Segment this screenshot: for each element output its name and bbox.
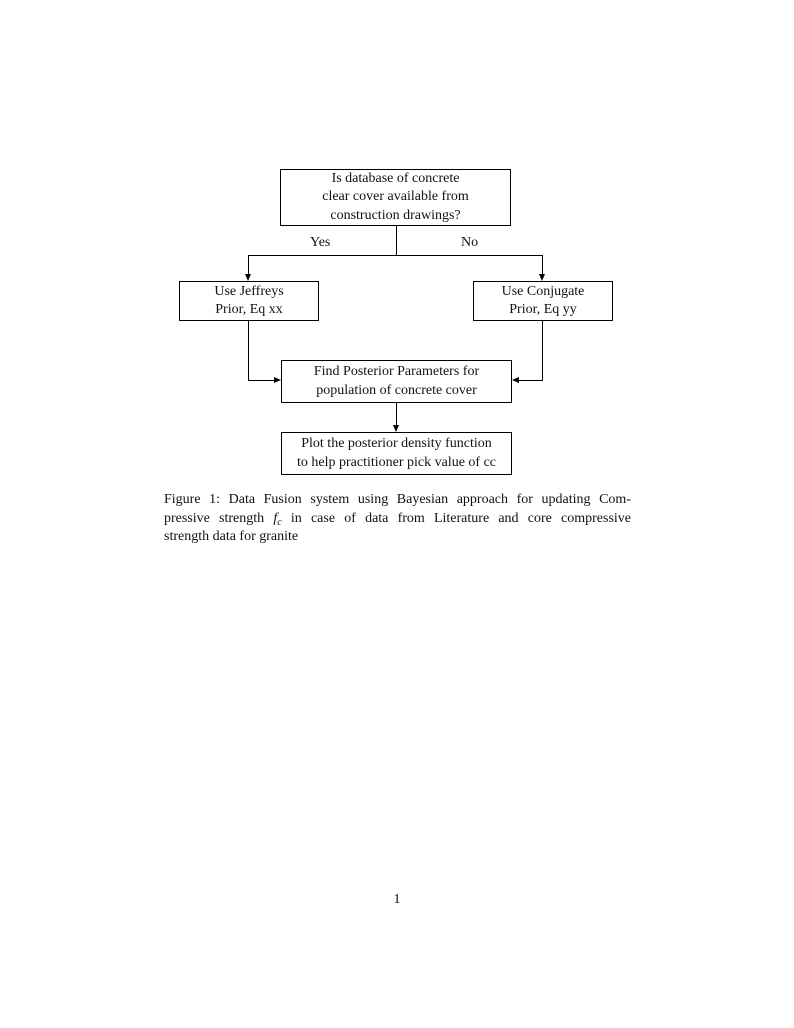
caption-math-symbol: f [273,510,278,526]
caption-line-1: Figure 1: Data Fusion system using Bayes… [164,492,631,507]
arrowhead-right-icon [274,377,281,383]
edge-conjugate-drop [542,320,543,381]
edge-conjugate-horizontal [518,380,543,381]
edge-jeffreys-horizontal [248,380,275,381]
caption-math-subscript: c [277,516,282,528]
arrowhead-down-icon [393,425,399,432]
node-text: clear cover available from [322,189,469,205]
edge-branch-right-drop [542,255,543,275]
flowchart-node-posterior-parameters: Find Posterior Parameters for population… [281,360,512,403]
edge-decision-stem [396,226,397,256]
caption-text: pressive strength [164,510,274,526]
edge-branch-left-drop [248,255,249,275]
node-text: Prior, Eq yy [509,302,577,317]
edge-branch-bar [248,255,543,256]
figure-caption: Figure 1: Data Fusion system using Bayes… [164,491,631,547]
node-text: to help practitioner pick value of cc [296,454,497,470]
node-text: Use Jeffreys [214,283,284,299]
edge-posterior-stem [396,403,397,426]
node-text: Plot the posterior density function [301,436,492,451]
flowchart-node-decision: Is database of concrete clear cover avai… [280,169,511,226]
edge-jeffreys-drop [248,320,249,381]
node-text: Find Posterior Parameters for [313,364,480,379]
page-number: 1 [393,892,401,907]
node-text: Use Conjugate [501,283,585,299]
arrowhead-left-icon [512,377,519,383]
flowchart-node-jeffreys-prior: Use Jeffreys Prior, Eq xx [179,281,319,321]
caption-line-2: pressive strength fc in case of data fro… [164,510,631,529]
branch-label-no: No [459,235,481,251]
caption-text: in case of data from Literature and core… [281,510,631,526]
branch-label-yes: Yes [308,235,333,251]
node-text: Prior, Eq xx [215,302,283,317]
caption-line-3: strength data for granite [164,529,299,544]
flowchart-node-plot-density: Plot the posterior density function to h… [281,432,512,475]
node-text: construction drawings? [330,207,461,223]
flowchart-node-conjugate-prior: Use Conjugate Prior, Eq yy [473,281,613,321]
node-text: population of concrete cover [316,382,477,398]
arrowhead-down-icon [539,274,545,281]
node-text: Is database of concrete [331,170,460,186]
arrowhead-down-icon [245,274,251,281]
